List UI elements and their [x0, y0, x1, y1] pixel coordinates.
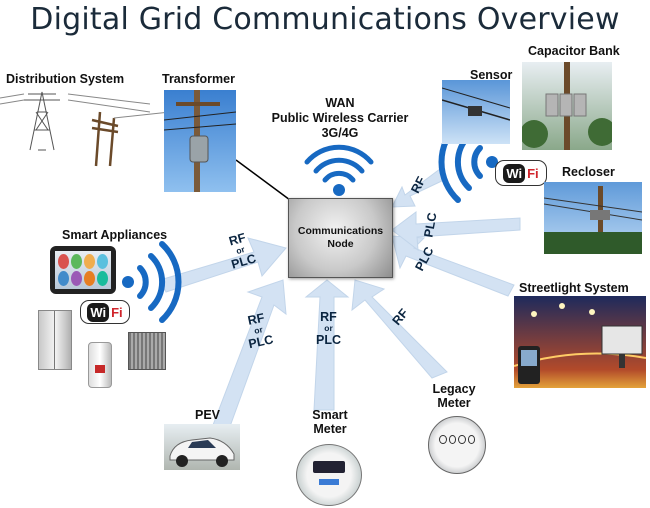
smart-meter-image — [296, 444, 362, 506]
tablet-image — [50, 246, 116, 294]
communications-node: Communications Node — [288, 198, 393, 278]
label-streetlight-system: Streetlight System — [519, 281, 629, 295]
appliances-wifi-waves — [122, 241, 182, 323]
transformer-photo — [164, 90, 236, 192]
arrow-pev — [212, 279, 287, 433]
label-recloser: Recloser — [562, 165, 615, 179]
arrow-sensor — [391, 168, 447, 208]
arrow-appliances — [159, 237, 287, 293]
arrow-label-smart-meter: RF or PLC — [316, 310, 341, 347]
legacy-meter-image — [428, 416, 486, 474]
distribution-towers — [0, 91, 171, 167]
transformer-connector-line — [235, 159, 291, 201]
arrow-recloser — [391, 211, 521, 252]
refrigerator-image — [38, 310, 72, 370]
label-transformer: Transformer — [162, 72, 235, 86]
capacitor-bank-photo — [522, 62, 612, 150]
page-title: Digital Grid Communications Overview — [30, 2, 620, 37]
wan-label: WAN Public Wireless Carrier 3G/4G — [271, 96, 409, 140]
label-distribution-system: Distribution System — [6, 72, 125, 86]
arrow-streetlight — [391, 235, 515, 297]
wan-wifi-waves — [304, 144, 374, 196]
water-heater-image — [88, 342, 112, 388]
sensor-photo — [442, 80, 510, 144]
ac-unit-image — [128, 332, 166, 370]
label-smart-appliances: Smart Appliances — [62, 228, 168, 242]
arrow-legacy-meter — [351, 279, 448, 379]
label-sensor: Sensor — [470, 68, 513, 82]
label-capacitor-bank: Capacitor Bank — [528, 44, 620, 58]
arrow-smart-meter — [304, 279, 350, 411]
recloser-photo — [544, 182, 642, 254]
streetlight-photo — [514, 296, 646, 388]
label-pev: PEV — [195, 408, 221, 422]
pev-car-image — [164, 424, 240, 470]
